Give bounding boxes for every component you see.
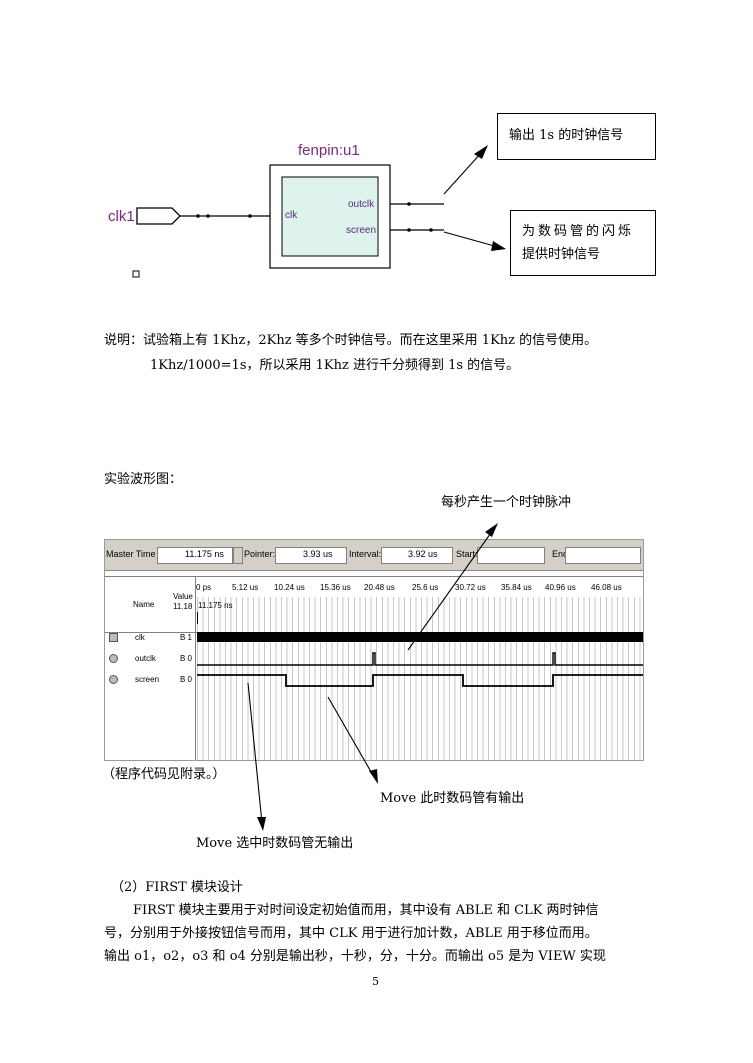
input-pin-shape bbox=[136, 207, 181, 225]
description-line-2: 1Khz/1000=1s，所以采用 1Khz 进行千分频得到 1s 的信号。 bbox=[150, 358, 520, 373]
annotation-on: Move 此时数码管有输出 bbox=[380, 791, 525, 806]
waveform-window: Master Time Bar: 11.175 ns Pointer: 3.93… bbox=[104, 539, 644, 761]
cursor-line[interactable] bbox=[197, 612, 198, 624]
section-para-line-1: FIRST 模块主要用于对时间设定初始值而用，其中设有 ABLE 和 CLK 两… bbox=[133, 903, 599, 918]
pointer-value: 3.93 us bbox=[303, 549, 333, 559]
waveform-heading: 实验波形图： bbox=[104, 472, 183, 487]
page-number: 5 bbox=[372, 975, 379, 988]
time-tick: 15.36 us bbox=[320, 583, 351, 592]
screen-trace bbox=[197, 674, 643, 687]
outclk-trace bbox=[197, 652, 643, 666]
waveform-traces bbox=[197, 632, 643, 687]
master-value[interactable]: 11.175 ns bbox=[185, 549, 224, 559]
time-tick: 40.96 us bbox=[545, 583, 576, 592]
port-out1-label: outclk bbox=[348, 199, 375, 210]
appendix-note: （程序代码见附录。） bbox=[102, 767, 226, 782]
interval-label: Interval: bbox=[349, 549, 382, 559]
callout-2-line1: 为数码管的闪烁 bbox=[522, 224, 635, 239]
time-bar-spinner[interactable] bbox=[233, 547, 243, 564]
signal-value: B 0 bbox=[180, 675, 193, 684]
time-tick: 35.84 us bbox=[501, 583, 532, 592]
section-para-line-2: 号，分别用于外接按钮信号而用，其中 CLK 用于进行加计数，ABLE 用于移位而… bbox=[104, 926, 598, 941]
start-label: Start: bbox=[456, 549, 478, 559]
callout-2-line2: 提供时钟信号 bbox=[522, 247, 601, 262]
interval-value: 3.92 us bbox=[408, 549, 438, 559]
time-tick: 20.48 us bbox=[364, 583, 395, 592]
waveform-grid bbox=[197, 597, 643, 760]
annotation-top: 每秒产生一个时钟脉冲 bbox=[441, 495, 572, 510]
clk-trace bbox=[197, 632, 643, 642]
input-label: clk1 bbox=[108, 208, 135, 225]
output-signal-icon bbox=[109, 654, 118, 663]
signal-value: B 0 bbox=[180, 654, 193, 663]
time-tick: 0 ps bbox=[196, 583, 212, 592]
block-diagram bbox=[132, 145, 506, 278]
annotation-off: Move 选中时数码管无输出 bbox=[196, 836, 354, 851]
name-header: Name bbox=[133, 600, 155, 609]
section-para-line-3: 输出 o1，o2，o3 和 o4 分别是输出秒，十秒，分，十分。而输出 o5 是… bbox=[104, 949, 606, 964]
output-signal-icon bbox=[109, 675, 118, 684]
time-tick: 46.08 us bbox=[591, 583, 622, 592]
section-heading: （2）FIRST 模块设计 bbox=[111, 880, 243, 895]
pointer-label: Pointer: bbox=[244, 549, 276, 559]
signal-value: B 1 bbox=[180, 633, 193, 642]
waveform-toolbar: Master Time Bar: 11.175 ns Pointer: 3.93… bbox=[105, 540, 643, 571]
end-label: End: bbox=[552, 549, 571, 559]
time-tick: 10.24 us bbox=[274, 583, 305, 592]
signal-name: clk bbox=[135, 633, 145, 642]
value-header: Value 11.18 bbox=[173, 592, 193, 611]
port-out2-label: screen bbox=[346, 225, 377, 236]
signal-name: outclk bbox=[135, 654, 156, 663]
module-title: fenpin:u1 bbox=[298, 142, 360, 159]
callout-1-text: 输出 1s 的时钟信号 bbox=[509, 128, 624, 143]
time-tick: 25.6 us bbox=[412, 583, 439, 592]
signal-name: screen bbox=[135, 675, 160, 684]
input-signal-icon bbox=[109, 633, 118, 642]
time-tick: 5.12 us bbox=[232, 583, 259, 592]
description-line-1: 说明：试验箱上有 1Khz，2Khz 等多个时钟信号。而在这里采用 1Khz 的… bbox=[104, 333, 598, 348]
master-label: Master Time Bar: bbox=[106, 549, 175, 559]
time-tick: 30.72 us bbox=[455, 583, 486, 592]
cursor-label: 11.175 ns bbox=[198, 601, 233, 610]
callout-box-2: 为数码管的闪烁 提供时钟信号 bbox=[510, 210, 656, 276]
callout-box-1: 输出 1s 的时钟信号 bbox=[497, 113, 656, 160]
annotation-arrows bbox=[247, 523, 498, 831]
port-in-label: clk bbox=[285, 210, 298, 221]
